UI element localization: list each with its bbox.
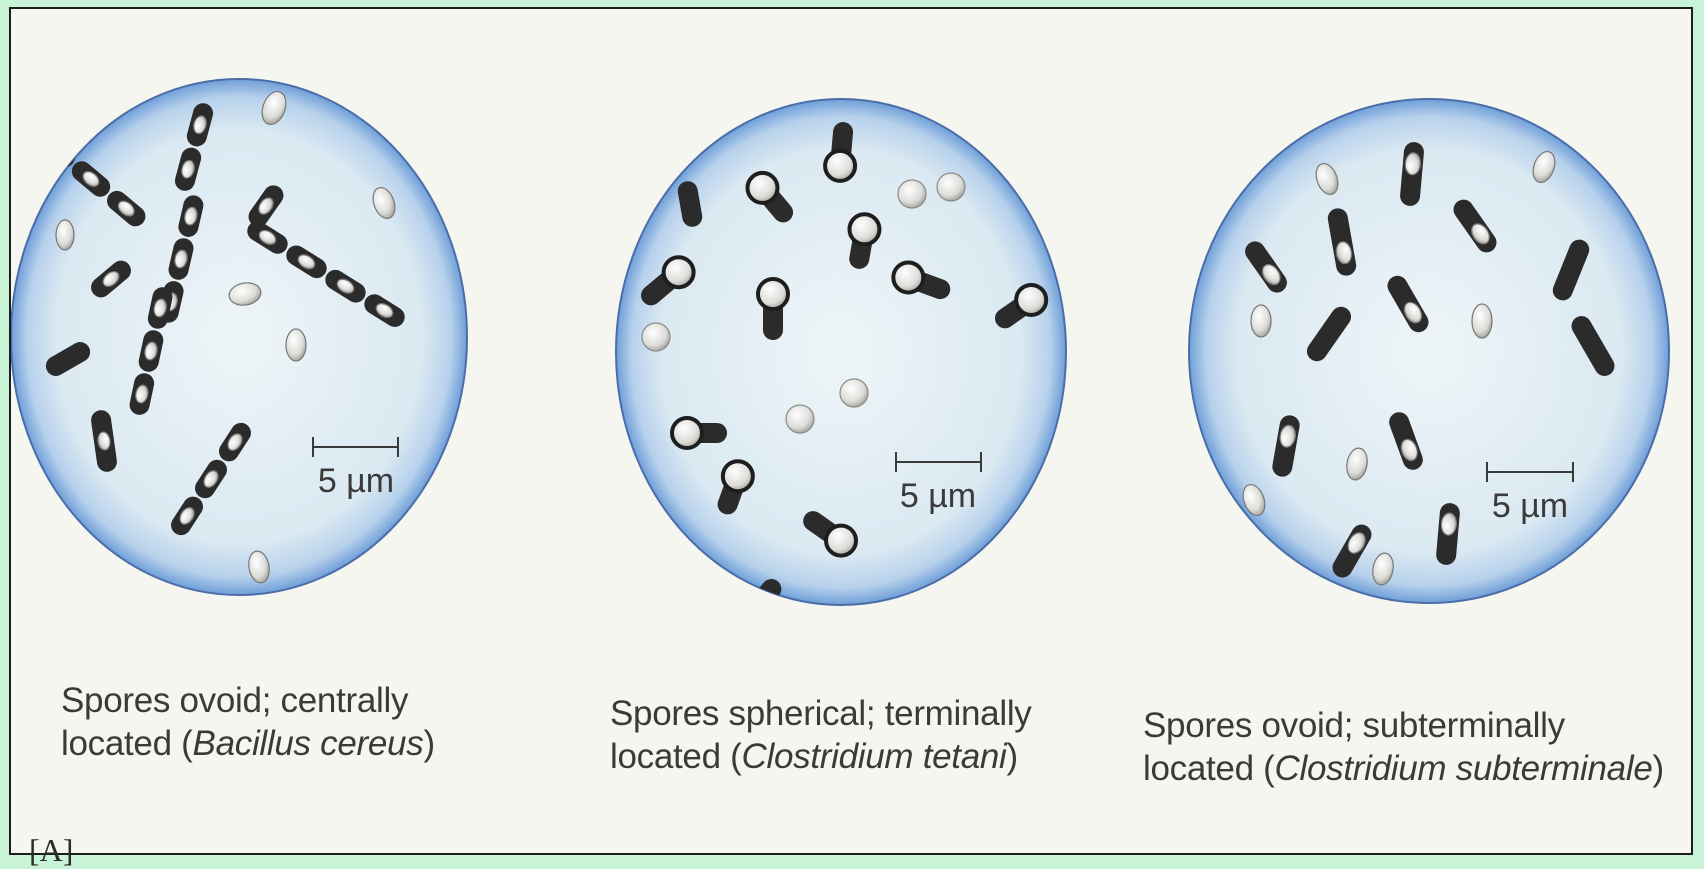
scale-label: 5 µm (900, 477, 976, 515)
organism-name: Clostridium tetani (742, 737, 1007, 776)
terminal-spore (826, 526, 856, 556)
field-clostridium-subterminale: 5 µm (1189, 99, 1669, 603)
caption-line: Spores ovoid; subterminally (1143, 704, 1664, 747)
free-spore (286, 329, 306, 361)
terminal-spore (664, 257, 694, 287)
free-spore (56, 220, 74, 250)
caption-line: located (Bacillus cereus) (61, 722, 435, 765)
field-bacillus-cereus: 5 µm (11, 79, 467, 595)
scale-bar: 5 µm (1487, 462, 1573, 525)
terminal-spore (672, 418, 702, 448)
caption-line: located (Clostridium tetani) (610, 735, 1032, 778)
terminal-spore (758, 279, 788, 309)
caption-line: located (Clostridium subterminale) (1143, 747, 1664, 790)
caption-clostridium-subterminale: Spores ovoid; subterminally located (Clo… (1143, 704, 1664, 790)
caption-line: Spores ovoid; centrally (61, 679, 435, 722)
scale-bar: 5 µm (896, 452, 981, 515)
terminal-spore (723, 461, 753, 491)
free-spore (786, 405, 814, 433)
scale-bar: 5 µm (313, 437, 398, 500)
free-spore (898, 180, 926, 208)
terminal-spore (849, 214, 879, 244)
free-spore (937, 173, 965, 201)
panel-label: [A] (29, 832, 73, 869)
terminal-spore (1016, 285, 1046, 315)
figure-frame: 5 µm 5 µm 5 µm Spor (9, 7, 1693, 855)
caption-bacillus-cereus: Spores ovoid; centrally located (Bacillu… (61, 679, 435, 765)
central-spore (45, 139, 67, 160)
free-spore (642, 323, 670, 351)
free-spore (840, 379, 868, 407)
organism-name: Clostridium subterminale (1275, 749, 1653, 788)
caption-clostridium-tetani: Spores spherical; terminally located (Cl… (610, 692, 1032, 778)
terminal-spore (893, 262, 923, 292)
scale-label: 5 µm (318, 462, 394, 500)
caption-line: Spores spherical; terminally (610, 692, 1032, 735)
terminal-spore (748, 173, 778, 203)
field-clostridium-tetani: 5 µm (616, 99, 1066, 623)
scale-label: 5 µm (1492, 487, 1568, 525)
terminal-spore (825, 151, 855, 181)
free-spore (1251, 305, 1271, 337)
free-spore (1472, 304, 1492, 338)
organism-name: Bacillus cereus (193, 724, 424, 763)
